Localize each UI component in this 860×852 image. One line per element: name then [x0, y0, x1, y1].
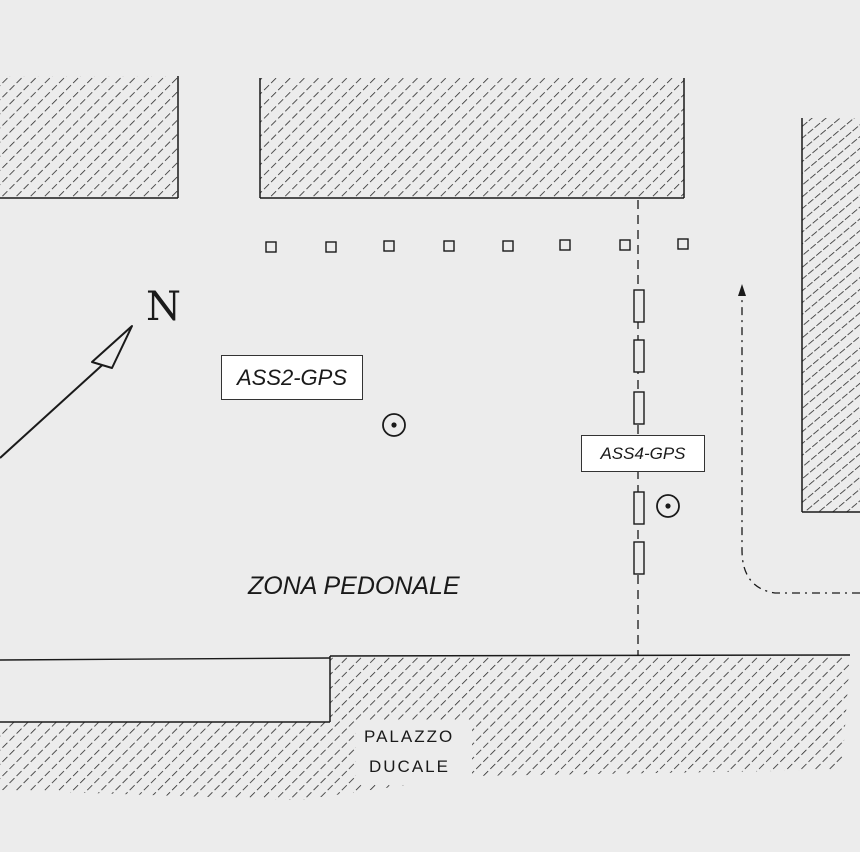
building-palazzo-ducale	[0, 654, 851, 800]
palace-label-line2: DUCALE	[369, 757, 450, 776]
bollard-row	[265, 238, 689, 253]
gps-point-label-ass2: ASS2-GPS	[221, 355, 363, 400]
building-right	[801, 118, 860, 513]
vehicle-path	[738, 284, 860, 594]
triangle-up-icon	[738, 284, 746, 296]
dashed-guide-line	[633, 200, 645, 656]
building-top-center	[259, 78, 685, 199]
north-arrow-icon	[0, 325, 133, 459]
north-label: N	[146, 284, 181, 330]
gps-point-label-ass4: ASS4-GPS	[581, 435, 705, 472]
building-top-left	[0, 76, 179, 199]
palace-label-line1: PALAZZO	[364, 727, 455, 746]
target-circle-dot-icon	[382, 413, 406, 437]
target-circle-dot-icon	[656, 494, 680, 518]
pedestrian-zone-label: ZONA PEDONALE	[248, 572, 460, 600]
